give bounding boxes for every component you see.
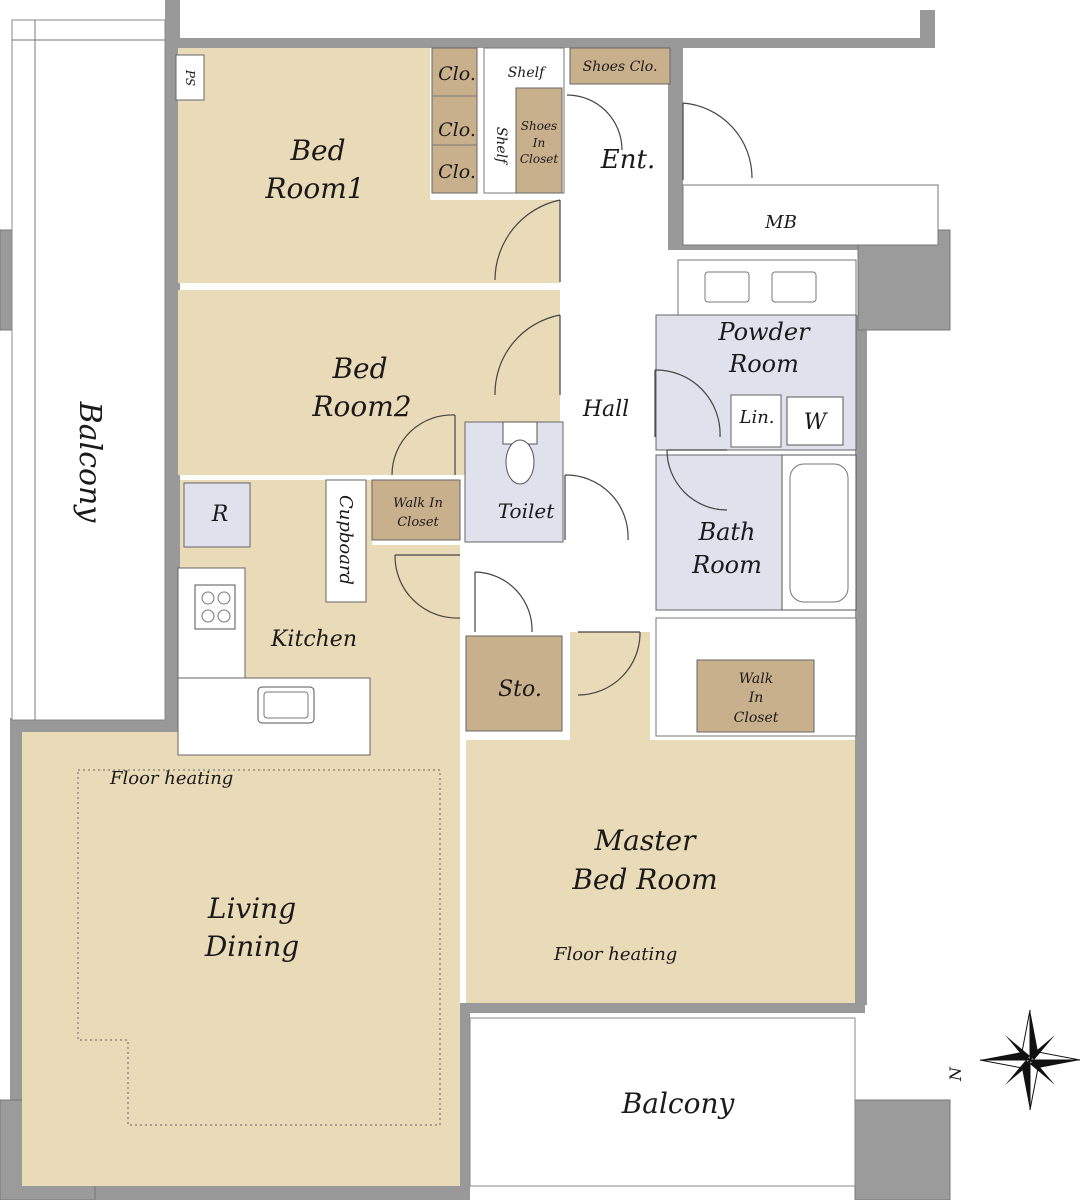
refrigerator-box: [183, 482, 251, 548]
compass-rose: [979, 1009, 1080, 1111]
shelf-top-label: Shelf: [508, 65, 547, 81]
shoes-in-closet-line2: In: [532, 136, 545, 150]
powder-label-line2: Room: [728, 350, 799, 378]
toilet-label: Toilet: [498, 499, 555, 523]
shelf-side-label: Shelf: [493, 127, 509, 166]
doors: [391, 94, 753, 696]
cupboard-box: [325, 479, 367, 603]
walls: [10, 0, 935, 1200]
bedroom1-floor: [178, 48, 430, 283]
closet-clo: [431, 47, 478, 194]
kitchen-label: Kitchen: [270, 627, 357, 652]
walk-in-closet-master: [696, 659, 815, 733]
floor-heating-living-label: Floor heating: [109, 768, 233, 789]
balcony-west-label: Balcony: [72, 401, 107, 524]
mb-area: [682, 184, 939, 246]
living-label-line2: Dining: [204, 930, 299, 963]
bath-label-line2: Room: [691, 551, 762, 579]
balcony-west-area: [11, 19, 166, 721]
balcony-south-label: Balcony: [621, 1087, 736, 1120]
washer-label: W: [804, 410, 829, 435]
room-labels: Bed Room1 Bed Room2 Living Dining Master…: [72, 59, 965, 1120]
living-floor: [22, 480, 460, 1186]
washer-box: [786, 396, 844, 446]
bedroom2-label-line2: Room2: [311, 390, 411, 423]
bathtub: [781, 454, 857, 611]
refrigerator-label: R: [211, 502, 229, 527]
ps-shaft: [175, 54, 205, 101]
living-label-line1: Living: [207, 892, 296, 925]
bedroom1-label-line2: Room1: [264, 172, 364, 205]
bedroom2-label-line1: Bed: [331, 352, 387, 385]
linen-box: [730, 394, 782, 448]
storage-box: [465, 635, 563, 732]
shoes-closet: [569, 47, 671, 85]
floor-heating-master-label: Floor heating: [553, 944, 677, 965]
wic-master-line1: Walk: [739, 671, 773, 687]
column: [854, 1099, 951, 1200]
compass-north-label: N: [946, 1066, 965, 1082]
hall-floor: [562, 195, 668, 625]
bath-label-line1: Bath: [697, 518, 755, 546]
bedroom1-label-line1: Bed: [289, 134, 345, 167]
clo-label-1: Clo.: [438, 63, 476, 85]
master-label-line1: Master: [594, 824, 698, 857]
hall-label: Hall: [582, 397, 629, 422]
cupboard-label: Cupboard: [335, 495, 356, 585]
shoes-in-closet: [515, 87, 563, 194]
wic-bed2-line2: Closet: [397, 515, 439, 530]
shoes-in-closet-line1: Shoes: [521, 119, 557, 133]
shoes-in-closet-line3: Closet: [520, 152, 559, 166]
master-label-line2: Bed Room: [571, 863, 717, 896]
ps-label: PS: [183, 69, 197, 86]
wic-master-line3: Closet: [734, 710, 779, 726]
clo-label-3: Clo.: [438, 161, 476, 183]
storage-label: Sto.: [498, 677, 542, 702]
wic-bed2-line1: Walk In: [393, 496, 443, 511]
shoes-clo-label: Shoes Clo.: [583, 59, 658, 75]
wic-master-line2: In: [748, 690, 764, 706]
linen-label: Lin.: [738, 407, 774, 428]
vanity: [677, 259, 857, 316]
master-floor: [466, 740, 855, 1003]
walk-in-closet-bed2: [371, 479, 461, 541]
mb-label: MB: [764, 212, 797, 233]
floor-heating-living: [77, 769, 441, 1126]
entrance-label: Ent.: [600, 145, 655, 175]
balcony-south-area: [469, 1017, 856, 1187]
column: [857, 229, 951, 331]
clo-label-2: Clo.: [438, 119, 476, 141]
powder-label-line1: Powder: [717, 318, 811, 346]
